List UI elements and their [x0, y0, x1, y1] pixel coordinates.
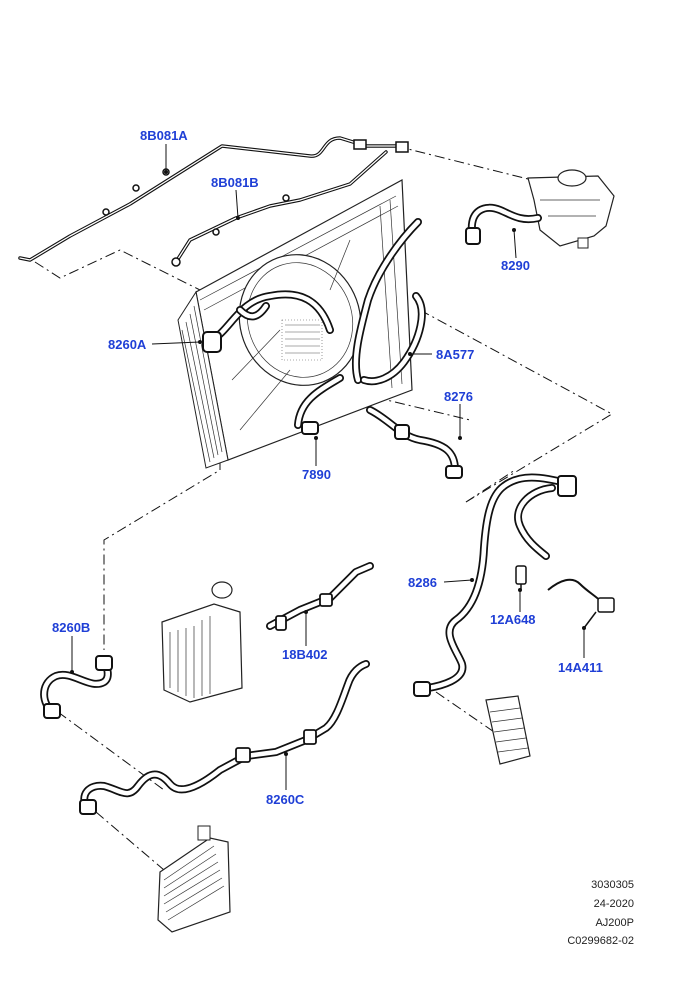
- pipe-8B081B: [171, 150, 388, 267]
- hose-8276: [366, 406, 463, 479]
- hose-8290: [465, 203, 542, 245]
- callout-8B081B: 8B081B: [211, 175, 259, 190]
- hose-8260B: [40, 655, 113, 719]
- reference-number: 3030305: [591, 879, 634, 891]
- callout-7890: 7890: [302, 467, 331, 482]
- sensor-12A648: [515, 565, 527, 590]
- radiator-fan-assembly: [177, 179, 413, 469]
- hose-8260A: [202, 290, 334, 353]
- callout-8286: 8286: [408, 575, 437, 590]
- callout-14A411: 14A411: [558, 660, 603, 675]
- callout-8260B: 8260B: [52, 620, 91, 635]
- callout-8B081A: 8B081A: [140, 128, 188, 143]
- callout-8260C: 8260C: [266, 792, 305, 807]
- intercooler: [161, 581, 243, 703]
- oil-cooler: [485, 695, 531, 765]
- hose-7890: [294, 374, 344, 435]
- callout-12A648: 12A648: [490, 612, 536, 627]
- auxiliary-radiator: [157, 825, 231, 933]
- pipe-8B081A: [18, 136, 409, 262]
- hose-8A577: [351, 218, 426, 386]
- callout-8A577: 8A577: [436, 347, 475, 362]
- callout-8276: 8276: [444, 389, 473, 404]
- reference-drawing-code: C0299682-02: [567, 935, 634, 947]
- callout-8290: 8290: [501, 258, 530, 273]
- hose-8260C: [79, 660, 370, 815]
- pipe-18B402: [266, 562, 374, 631]
- reference-date: 24-2020: [593, 898, 634, 910]
- callout-18B402: 18B402: [282, 647, 328, 662]
- reference-engine: AJ200P: [595, 917, 634, 929]
- leader-lines: [70, 144, 586, 790]
- callout-8260A: 8260A: [108, 337, 147, 352]
- expansion-tank: [527, 169, 615, 249]
- hose-8286: [413, 473, 577, 697]
- sensor-14A411: [547, 578, 615, 629]
